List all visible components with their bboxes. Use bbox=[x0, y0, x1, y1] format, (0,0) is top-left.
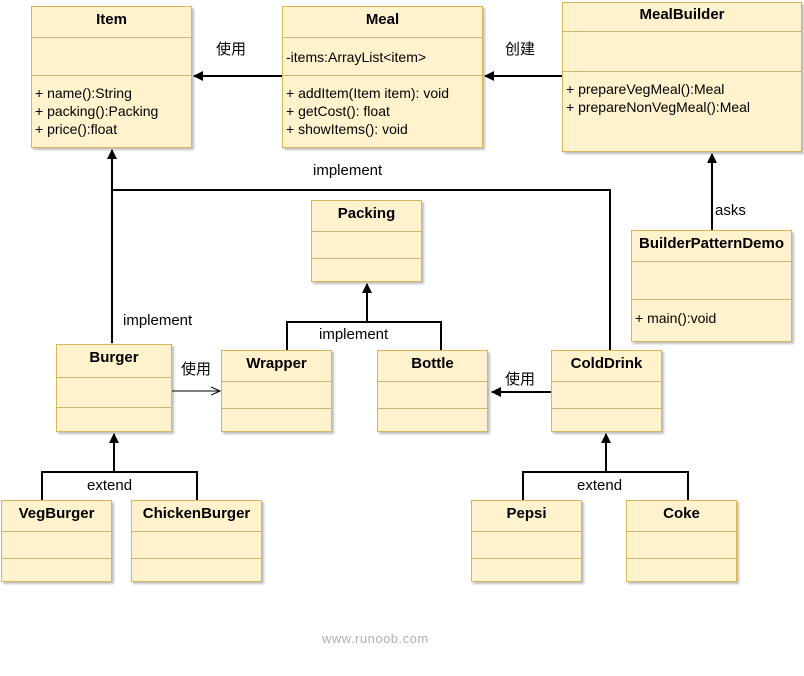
class-name: MealBuilder bbox=[639, 6, 725, 23]
label-colddrink-uses-bottle: 使用 bbox=[505, 371, 536, 388]
divider bbox=[552, 408, 661, 409]
label-colddrink-implement: implement bbox=[313, 162, 383, 179]
class-item[interactable]: Item + name():String + packing():Packing… bbox=[31, 6, 192, 148]
divider bbox=[32, 37, 191, 38]
divider bbox=[627, 531, 736, 532]
method: + addItem(Item item): void bbox=[286, 85, 450, 101]
class-name: Bottle bbox=[411, 355, 454, 372]
divider bbox=[552, 381, 661, 382]
divider bbox=[2, 558, 111, 559]
class-bottle[interactable]: Bottle bbox=[377, 350, 488, 432]
class-name: Item bbox=[96, 11, 127, 28]
field: -items:ArrayList<item> bbox=[286, 49, 427, 65]
label-burger-extend: extend bbox=[87, 477, 133, 494]
divider bbox=[222, 381, 331, 382]
class-name: Packing bbox=[337, 205, 396, 222]
class-burger[interactable]: Burger bbox=[56, 344, 172, 432]
divider bbox=[378, 408, 487, 409]
method: + showItems(): void bbox=[286, 121, 408, 137]
class-name: Burger bbox=[89, 349, 139, 366]
class-name: VegBurger bbox=[18, 505, 95, 522]
label-burger-implement: implement bbox=[123, 312, 193, 329]
label-colddrink-extend: extend bbox=[577, 477, 623, 494]
divider bbox=[472, 558, 581, 559]
divider bbox=[57, 377, 171, 378]
divider bbox=[132, 558, 261, 559]
class-mealbuilder[interactable]: MealBuilder + prepareVegMeal():Meal + pr… bbox=[562, 2, 802, 152]
divider bbox=[378, 381, 487, 382]
class-vegburger[interactable]: VegBurger bbox=[1, 500, 112, 582]
divider bbox=[563, 31, 801, 32]
divider bbox=[132, 531, 261, 532]
class-name: Wrapper bbox=[246, 355, 307, 372]
class-meal[interactable]: Meal -items:ArrayList<item> + addItem(It… bbox=[282, 6, 483, 148]
divider bbox=[563, 71, 801, 72]
class-name: Meal bbox=[365, 11, 400, 28]
divider bbox=[627, 558, 736, 559]
label-demo-asks: asks bbox=[715, 202, 746, 219]
class-name: Coke bbox=[663, 505, 700, 522]
method: + prepareNonVegMeal():Meal bbox=[566, 99, 751, 115]
divider bbox=[472, 531, 581, 532]
divider bbox=[283, 37, 482, 38]
class-name: Pepsi bbox=[506, 505, 547, 522]
divider bbox=[312, 258, 421, 259]
class-chickenburger[interactable]: ChickenBurger bbox=[131, 500, 262, 582]
colddrink-implements-item-line bbox=[112, 189, 611, 350]
divider bbox=[222, 408, 331, 409]
wrapper-bottle-implement-packing-line bbox=[286, 284, 442, 350]
method: + main():void bbox=[635, 310, 717, 326]
class-pepsi[interactable]: Pepsi bbox=[471, 500, 582, 582]
label-builder-creates-meal: 创建 bbox=[505, 41, 536, 58]
label-burger-uses-wrapper: 使用 bbox=[181, 361, 212, 378]
colddrink-extend-line bbox=[522, 434, 689, 500]
method: + getCost(): float bbox=[286, 103, 390, 119]
class-packing[interactable]: Packing bbox=[311, 200, 422, 282]
divider bbox=[283, 75, 482, 76]
divider bbox=[57, 407, 171, 408]
divider bbox=[632, 299, 791, 300]
class-colddrink[interactable]: ColdDrink bbox=[551, 350, 662, 432]
method: + packing():Packing bbox=[35, 103, 159, 119]
divider bbox=[32, 75, 191, 76]
class-coke[interactable]: Coke bbox=[626, 500, 737, 582]
divider bbox=[312, 231, 421, 232]
burger-extend-line bbox=[41, 434, 198, 500]
divider bbox=[632, 261, 791, 262]
method: + price():float bbox=[35, 121, 118, 137]
class-builderpatterndemo[interactable]: BuilderPatternDemo + main():void bbox=[631, 230, 792, 342]
label-meal-uses-item: 使用 bbox=[216, 41, 247, 58]
divider bbox=[2, 531, 111, 532]
class-name: BuilderPatternDemo bbox=[638, 235, 785, 252]
method: + name():String bbox=[35, 85, 132, 101]
class-wrapper[interactable]: Wrapper bbox=[221, 350, 332, 432]
watermark-text: www.runoob.com bbox=[322, 631, 429, 646]
label-packing-implement: implement bbox=[319, 326, 389, 343]
class-name: ChickenBurger bbox=[142, 505, 251, 522]
method: + prepareVegMeal():Meal bbox=[566, 81, 725, 97]
class-name: ColdDrink bbox=[570, 355, 643, 372]
